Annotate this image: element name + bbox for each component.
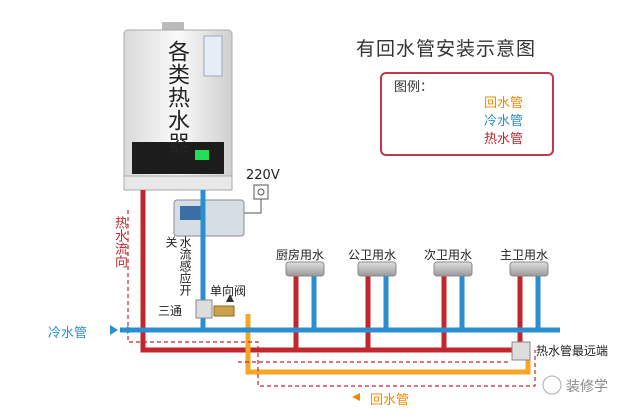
flow-dashes xyxy=(127,210,536,387)
heater-exhaust xyxy=(162,22,184,32)
tee-label: 三通 xyxy=(158,304,183,318)
heater-bottom xyxy=(123,175,233,191)
power-cord xyxy=(240,199,262,214)
outlet-label-kitchen: 厨房用水 xyxy=(276,248,325,262)
watermark-logo-icon xyxy=(542,375,562,395)
faucet-kitchen xyxy=(285,261,325,277)
return-pipe-label: 回水管 xyxy=(370,393,410,408)
check-valve-arrow xyxy=(226,294,234,302)
cold-pipe-label: 冷水管 xyxy=(48,326,88,341)
power-label: 220V xyxy=(246,168,280,183)
hot-flow-dash xyxy=(127,210,536,387)
diagram-title: 有回水管安装示意图 xyxy=(356,38,537,60)
farthest-end-fitting xyxy=(511,341,531,361)
legend-box xyxy=(380,72,554,156)
cold-arrow xyxy=(127,326,133,334)
farthest-end-label: 热水管最远端 xyxy=(536,344,609,358)
water-heater xyxy=(123,22,233,191)
return-pipes xyxy=(245,314,531,375)
tee-fitting xyxy=(195,299,213,319)
power-socket xyxy=(253,184,269,200)
legend-label-return: 回水管 xyxy=(484,96,524,111)
legend-label-hot: 热水管 xyxy=(484,132,524,147)
heater-display xyxy=(195,150,209,160)
check-valve-fitting xyxy=(213,305,235,317)
outlet-label-second: 次卫用水 xyxy=(424,248,473,262)
outlet-label-public: 公卫用水 xyxy=(348,248,397,262)
faucet-public xyxy=(357,261,397,277)
power-socket-hole xyxy=(257,188,265,196)
faucets xyxy=(285,261,549,277)
legend-heading: 图例： xyxy=(394,80,434,95)
flow-switch-label: 水流感应开关 xyxy=(164,236,192,296)
return-arrow xyxy=(352,393,360,401)
faucet-master xyxy=(509,261,549,277)
outlet-label-master: 主卫用水 xyxy=(500,248,549,262)
heater-sticker xyxy=(203,35,223,77)
watermark-text: 装修学 xyxy=(566,379,608,395)
return-main-pipe xyxy=(245,314,531,375)
cold-inlet-arrow xyxy=(110,325,118,335)
legend-label-cold: 冷水管 xyxy=(484,114,524,129)
heater-label: 各类热水器 xyxy=(164,40,189,155)
check-valve-label: 单向阀 xyxy=(210,284,247,298)
faucet-second xyxy=(433,261,473,277)
flow-arrows xyxy=(110,294,360,401)
hot-water-flow-label: 热水流向 xyxy=(112,216,127,268)
flow-switch-screen xyxy=(180,206,202,220)
